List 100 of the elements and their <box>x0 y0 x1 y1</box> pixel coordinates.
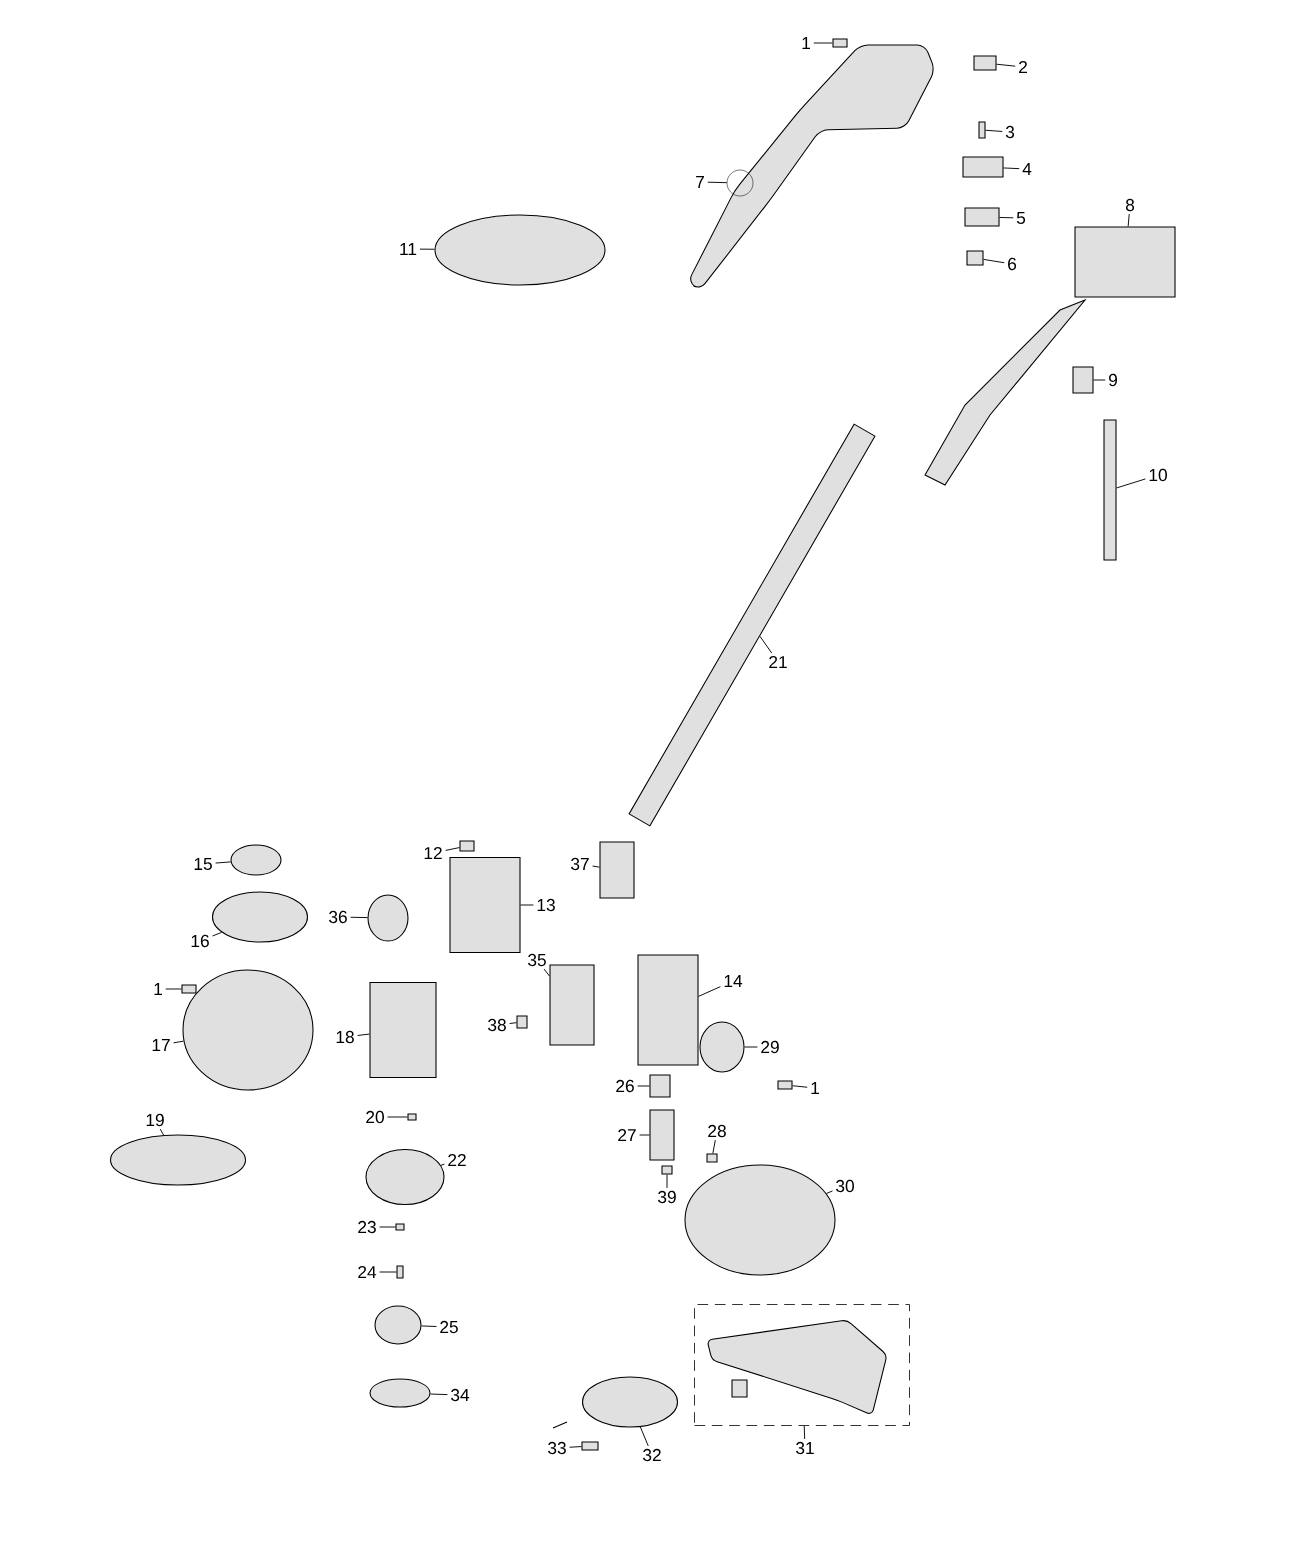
leader-line <box>215 861 232 864</box>
part-shape <box>367 894 409 942</box>
callout-number: 6 <box>1008 257 1017 271</box>
leader-line <box>1116 478 1146 489</box>
callout-number: 21 <box>769 655 787 669</box>
leader-line <box>637 1085 650 1087</box>
part-shape <box>978 121 986 139</box>
callout-number: 24 <box>358 1265 377 1279</box>
leader-line <box>666 1174 668 1189</box>
leader-line <box>379 1226 396 1228</box>
part-shape <box>459 840 475 852</box>
callout-number: 2 <box>1019 60 1027 74</box>
leader-line <box>1093 379 1106 381</box>
callout-number: 36 <box>329 910 347 924</box>
leader-line <box>419 248 435 250</box>
callout-number: 29 <box>761 1040 779 1054</box>
leader-line <box>712 1139 716 1154</box>
callout-number: 13 <box>537 898 555 912</box>
callout-number: 17 <box>152 1039 170 1051</box>
callout-number: 1 <box>811 1082 819 1094</box>
part-shape <box>109 1134 247 1186</box>
callout-number: 18 <box>336 1030 354 1044</box>
part-shape <box>832 38 848 48</box>
leader-line <box>387 1116 408 1118</box>
callout-number: 19 <box>146 1113 164 1127</box>
callout-number: 22 <box>448 1153 466 1167</box>
leader-line <box>421 1325 437 1327</box>
callout-number: 25 <box>440 1320 458 1334</box>
callout-number: 1 <box>154 983 162 995</box>
callout-number: 9 <box>1109 373 1117 387</box>
callout-number: 27 <box>618 1128 636 1142</box>
callout-number: 14 <box>724 975 743 987</box>
part-shape <box>1074 226 1176 298</box>
leader-line <box>520 904 534 906</box>
leader-line <box>1127 213 1130 227</box>
leader-line <box>165 988 182 990</box>
part-shape <box>581 1376 679 1428</box>
part-shape <box>449 856 521 954</box>
callout-number: 23 <box>358 1220 376 1234</box>
callout-number: 15 <box>194 857 212 871</box>
callout-number: 28 <box>708 1124 726 1138</box>
callout-number: 30 <box>836 1179 854 1193</box>
kit-box <box>694 1304 910 1426</box>
leader-line <box>983 258 1005 264</box>
part-shape <box>396 1265 404 1279</box>
part-shape <box>684 1164 836 1276</box>
part-shape <box>964 207 1000 227</box>
leader-line <box>569 1446 582 1448</box>
callout-number: 12 <box>424 846 442 860</box>
leader-line <box>698 986 721 997</box>
callout-number: 39 <box>658 1190 676 1204</box>
leader-line <box>543 968 550 977</box>
part-shape <box>1103 419 1117 561</box>
part-shape <box>407 1113 417 1121</box>
part-shape <box>374 1305 422 1345</box>
callout-number: 26 <box>616 1079 634 1093</box>
part-shape <box>699 1021 745 1073</box>
callout-number: 32 <box>643 1448 661 1462</box>
callout-number: 37 <box>571 857 589 871</box>
part-circle <box>726 169 754 197</box>
callout-number: 34 <box>451 1388 470 1402</box>
part-shape <box>549 964 595 1046</box>
part-shape <box>365 1148 445 1206</box>
leader-line <box>792 1085 808 1088</box>
part-shape <box>777 1080 793 1090</box>
leader-line <box>357 1033 370 1036</box>
callout-number: 8 <box>1125 198 1135 212</box>
callout-number: 33 <box>548 1441 566 1455</box>
callout-number: 20 <box>366 1110 384 1124</box>
leader-line <box>639 1426 649 1447</box>
callout-number: 4 <box>1022 163 1032 175</box>
leader-line <box>445 847 460 851</box>
callout-number: 10 <box>1149 468 1167 482</box>
part-shape <box>628 423 876 827</box>
leader-line <box>509 1022 517 1024</box>
part-shape <box>395 1223 405 1231</box>
leader-line <box>996 63 1016 67</box>
leader-line <box>999 217 1014 219</box>
leader-line <box>639 1134 650 1136</box>
leader-line <box>759 635 773 654</box>
part-shape <box>369 981 437 1079</box>
callout-number: 5 <box>1016 211 1026 225</box>
part-shape <box>706 1153 718 1163</box>
leader-line <box>825 1190 833 1194</box>
part-shape <box>516 1015 528 1029</box>
part-shape <box>369 1378 431 1408</box>
callout-number: 31 <box>796 1441 814 1455</box>
part-shape <box>181 984 197 994</box>
leader-line <box>440 1163 445 1166</box>
leader-line <box>159 1128 165 1136</box>
part-shape <box>649 1074 671 1098</box>
part-shape <box>1072 366 1094 394</box>
part-shape <box>581 1441 599 1451</box>
callout-number: 3 <box>1005 125 1015 139</box>
leader-line <box>803 1425 806 1440</box>
leader-line <box>985 129 1003 132</box>
part-shape <box>230 844 282 876</box>
part-shape <box>649 1109 675 1161</box>
leader-line <box>592 865 600 868</box>
leader-line <box>379 1271 397 1273</box>
